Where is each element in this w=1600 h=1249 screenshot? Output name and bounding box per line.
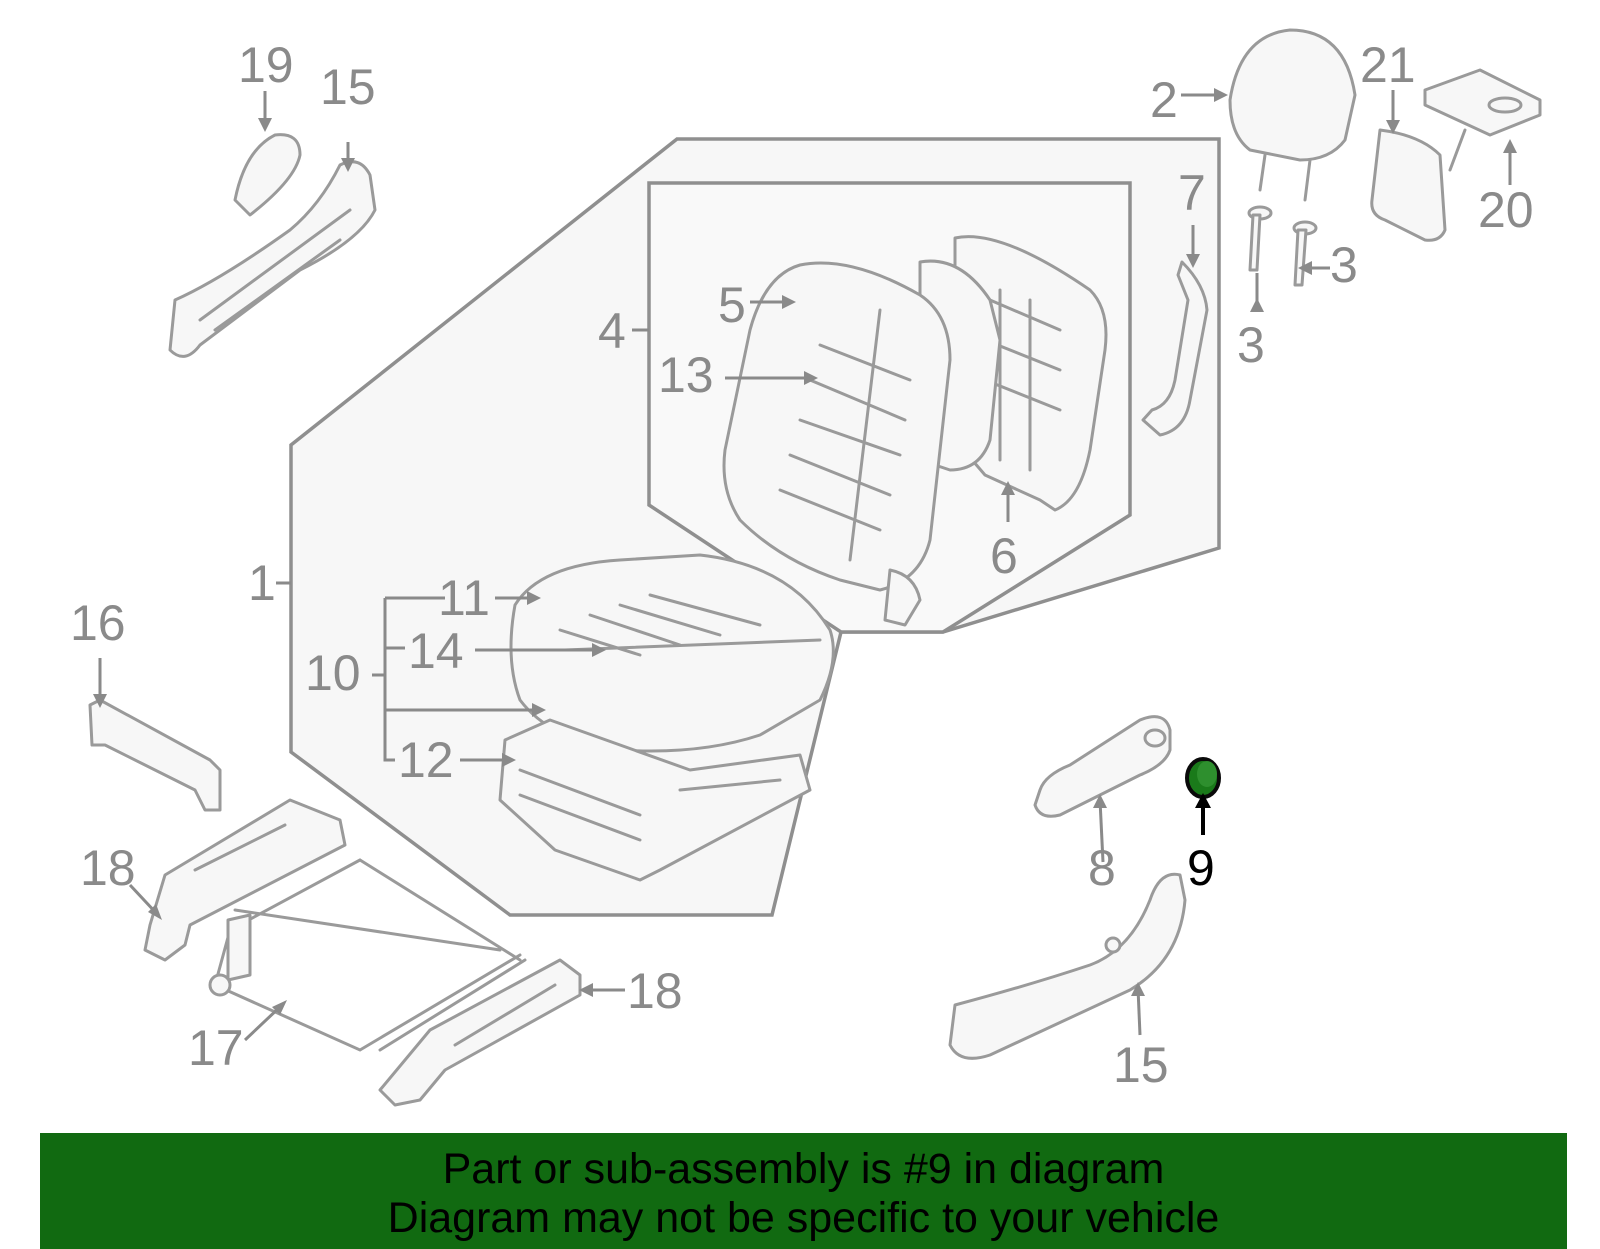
- callout-7: 7: [1178, 165, 1206, 221]
- callout-11: 11: [438, 570, 490, 626]
- callout-labels: 19 15 2 21 20 3 3 7 4 5 13 6 1 11 14 10 …: [70, 37, 1534, 1093]
- banner-line-2: Diagram may not be specific to your vehi…: [387, 1194, 1220, 1242]
- callout-6: 6: [990, 528, 1018, 584]
- cushion-frame-part: [498, 718, 812, 882]
- callout-21: 21: [1360, 37, 1416, 93]
- callout-14: 14: [408, 623, 464, 679]
- callout-5: 5: [718, 277, 746, 333]
- callout-16: 16: [70, 595, 126, 651]
- callout-20: 20: [1478, 182, 1534, 238]
- callout-3-bottom: 3: [1237, 317, 1265, 373]
- recliner-cover-part: [233, 133, 302, 217]
- seat-track-right-part: [378, 958, 582, 1107]
- arrowheads: [93, 88, 1517, 1015]
- callout-9: 9: [1187, 840, 1215, 896]
- headrest-guide-part: [1247, 205, 1318, 287]
- callout-15-bottom: 15: [1113, 1037, 1169, 1093]
- handle-part: [1033, 715, 1172, 818]
- cushion-cover-part: [509, 553, 835, 753]
- callout-19: 19: [238, 37, 294, 93]
- callout-4: 4: [598, 303, 626, 359]
- callout-17: 17: [188, 1020, 244, 1076]
- cup-holder-part: [1423, 68, 1542, 172]
- callout-12: 12: [398, 732, 454, 788]
- cover-21-part: [1370, 128, 1447, 242]
- seat-frame-part: [208, 858, 527, 1052]
- side-trim-part-bottom: [948, 872, 1187, 1060]
- callout-13: 13: [658, 347, 714, 403]
- callout-15-top: 15: [320, 59, 376, 115]
- side-trim-part-top: [168, 160, 377, 358]
- trim-16-part: [88, 698, 222, 812]
- callout-18-left: 18: [80, 840, 136, 896]
- callout-8: 8: [1088, 840, 1116, 896]
- headrest-part: [1228, 28, 1357, 202]
- callout-3-right: 3: [1330, 237, 1358, 293]
- callout-2: 2: [1150, 72, 1178, 128]
- callout-18-right: 18: [627, 963, 683, 1019]
- side-cover-part: [1141, 260, 1209, 437]
- info-banner: Part or sub-assembly is #9 in diagram Di…: [40, 1133, 1567, 1249]
- seatback-cover-part: [722, 261, 952, 627]
- banner-line-1: Part or sub-assembly is #9 in diagram: [442, 1145, 1165, 1193]
- highlighted-knob-part[interactable]: [1185, 757, 1221, 799]
- callout-1: 1: [248, 555, 276, 611]
- seat-track-left-part: [143, 798, 347, 962]
- callout-10: 10: [305, 645, 361, 701]
